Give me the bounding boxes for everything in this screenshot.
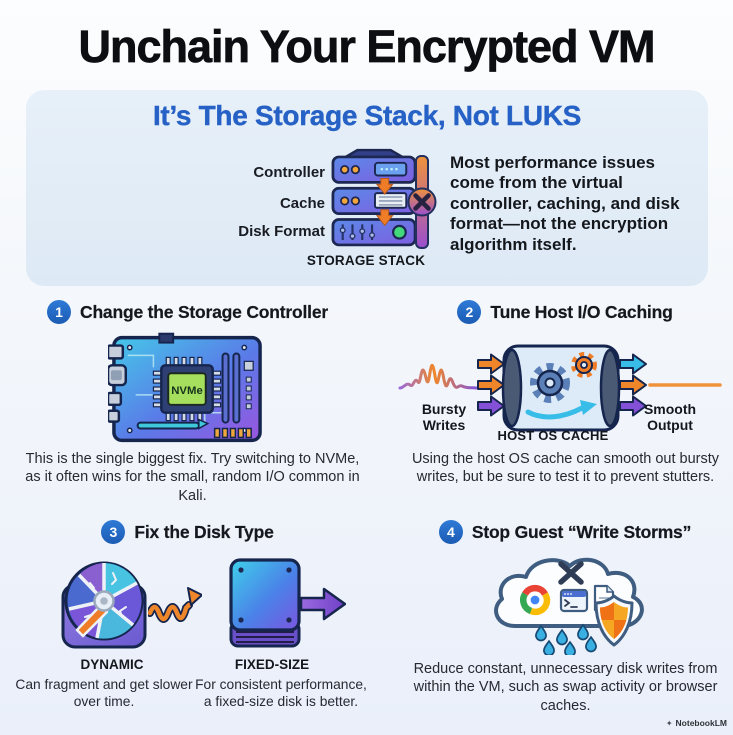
fixed-size-body: For consistent performance, a fixed-size… — [195, 677, 367, 710]
host-cache-diagram — [398, 344, 722, 432]
notebooklm-watermark: ✦ NotebookLM — [666, 718, 727, 728]
nvme-chip-label: NVMe — [171, 385, 203, 397]
ram-slot — [221, 352, 230, 424]
output-arrows — [619, 353, 647, 417]
ram-slot — [232, 352, 241, 424]
section2-body: Using the host OS cache can smooth out b… — [411, 451, 720, 486]
x-mark-icon — [558, 561, 584, 585]
section1-body: This is the single biggest fix. Try swit… — [25, 451, 360, 504]
squiggly-arrow-icon — [148, 587, 202, 623]
section3-header: 3 Fix the Disk Type — [15, 520, 360, 544]
storage-stack-caption: STORAGE STACK — [306, 253, 426, 268]
section2-header: 2 Tune Host I/O Caching — [395, 300, 733, 324]
section1-number-badge: 1 — [47, 300, 71, 324]
bursty-writes-label: Bursty Writes — [421, 401, 467, 433]
section4-header: 4 Stop Guest “Write Storms” — [395, 520, 733, 544]
gear-icon — [530, 363, 570, 403]
fixed-size-caption: FIXED-SIZE — [234, 657, 310, 672]
port-icon — [108, 409, 121, 423]
label-disk-format: Disk Format — [238, 223, 325, 240]
chrome-icon — [520, 585, 551, 616]
label-controller: Controller — [253, 164, 325, 181]
header-subtitle: It’s The Storage Stack, Not LUKS — [152, 100, 582, 131]
section2-number-badge: 2 — [457, 300, 482, 324]
down-arrow-icon — [375, 177, 394, 195]
gold-pins — [213, 427, 252, 439]
section3-number-badge: 3 — [101, 520, 126, 544]
header-card: It’s The Storage Stack, Not LUKS Control… — [26, 90, 708, 286]
swoosh-arrow-icon — [525, 405, 585, 420]
right-arrow-icon — [300, 587, 346, 621]
port-icon — [108, 391, 123, 407]
shield-icon — [594, 594, 634, 647]
dynamic-caption: DYNAMIC — [80, 657, 144, 672]
page-title: Unchain Your Encrypted VM — [78, 21, 656, 73]
dynamic-disk-icon — [61, 561, 147, 649]
write-storm-cloud-icon — [494, 557, 644, 655]
section1-title: Change the Storage Controller — [80, 301, 328, 322]
section1-header: 1 Change the Storage Controller — [15, 300, 360, 324]
section4-body: Reduce constant, unnecessary disk writes… — [413, 661, 718, 714]
input-arrows — [477, 353, 505, 417]
notebooklm-label: NotebookLM — [675, 718, 727, 728]
dynamic-body: Can fragment and get slower over time. — [15, 677, 193, 710]
bursty-wave-icon — [398, 363, 478, 390]
down-arrow-icon — [375, 209, 394, 227]
notebooklm-icon: ✦ — [665, 718, 673, 728]
header-description: Most performance issues come from the vi… — [450, 153, 680, 254]
smooth-output-label: Smooth Output — [643, 401, 697, 433]
port-icon — [108, 344, 125, 360]
raindrop-icons — [535, 623, 597, 655]
gear-icon — [571, 352, 597, 378]
host-os-cache-label: HOST OS CACHE — [497, 428, 609, 443]
section4-number-badge: 4 — [438, 520, 463, 544]
section4-title: Stop Guest “Write Storms” — [471, 521, 692, 542]
blocked-x-icon — [407, 155, 437, 249]
nvme-motherboard-icon: NVMe — [108, 332, 262, 443]
storage-server-icon — [331, 148, 417, 247]
section3-title: Fix the Disk Type — [134, 521, 274, 542]
storage-stack-labels: Controller Cache Disk Format — [145, 164, 325, 244]
fixed-size-disk-icon — [229, 558, 301, 648]
terminal-icon — [559, 588, 589, 613]
section2-title: Tune Host I/O Caching — [490, 301, 673, 322]
crack-squiggles — [84, 572, 127, 621]
label-cache: Cache — [279, 195, 325, 212]
